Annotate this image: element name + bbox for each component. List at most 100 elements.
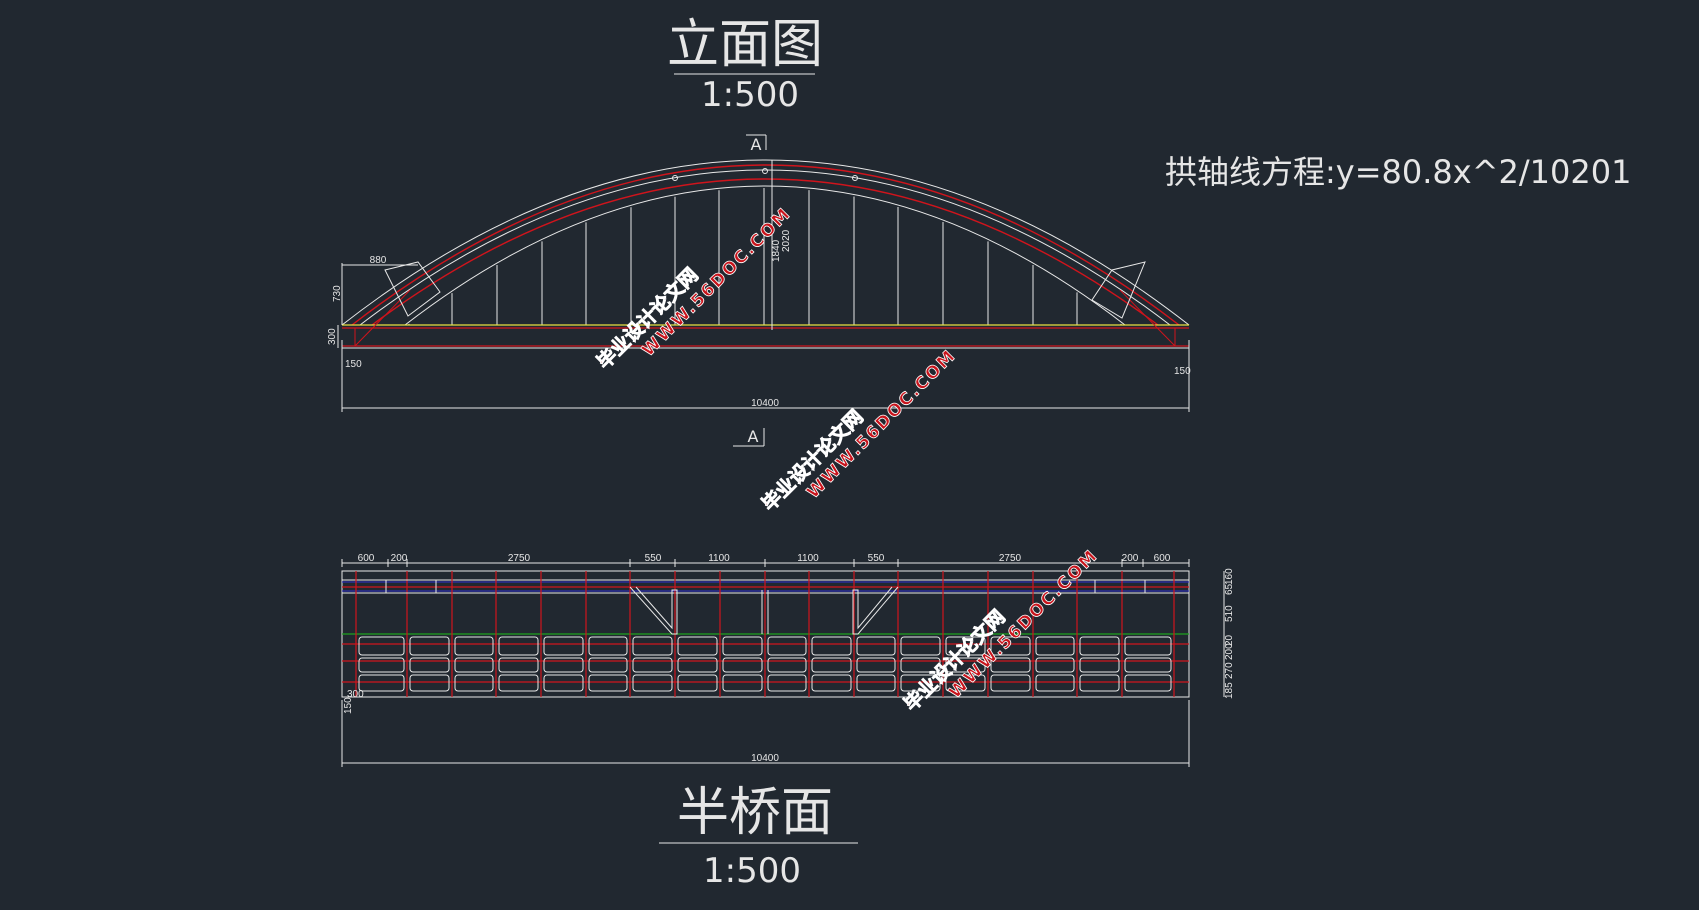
deck-panel — [1079, 674, 1120, 692]
deck-panel — [588, 657, 628, 673]
deck-panel — [990, 657, 1031, 673]
deck-panel — [632, 657, 673, 673]
deck-panel — [856, 636, 896, 656]
deck-panel — [543, 674, 584, 692]
skewback-line — [1119, 289, 1176, 347]
deck-panel — [632, 636, 673, 656]
deck-panel — [543, 657, 584, 673]
dim-150-right: 150 — [1174, 366, 1191, 377]
deck-panel — [856, 674, 896, 692]
deck-panel — [409, 636, 450, 656]
arch-rib-line — [351, 164, 1180, 326]
dim-label: 65 — [1224, 583, 1235, 595]
section-mark-top: A — [746, 134, 767, 154]
deck-panel — [900, 636, 941, 656]
dim-730: 730 — [332, 285, 343, 302]
elevation-scale: 1:500 — [701, 75, 799, 115]
svg-text:A: A — [751, 135, 762, 154]
deck-panel — [900, 657, 941, 673]
deck-panel — [409, 674, 450, 692]
dim-span: 10400 — [751, 398, 779, 409]
anchor-circle — [672, 175, 678, 181]
dim-span: 10400 — [751, 753, 779, 764]
dim-label: 200 — [1122, 553, 1139, 564]
dim-880: 880 — [370, 255, 387, 266]
deck-panel — [677, 636, 718, 656]
deck-panel — [677, 657, 718, 673]
elevation-title: 立面图 — [667, 15, 823, 75]
dim-150-left: 150 — [345, 359, 362, 370]
deck-panel — [1035, 674, 1075, 692]
bearing-box — [385, 579, 437, 594]
dim-label: 600 — [1154, 553, 1171, 564]
deck-panel — [900, 674, 941, 692]
deck-panel — [990, 636, 1031, 656]
arch-rib-line — [371, 178, 1159, 326]
deck-panel — [990, 674, 1031, 692]
deck-panel — [811, 674, 852, 692]
arch-rib-line — [341, 159, 1190, 326]
deck-panel — [588, 674, 628, 692]
dim-label: 2750 — [508, 553, 531, 564]
center-strut — [761, 590, 769, 634]
dim-label: 1100 — [708, 553, 730, 564]
svg-text:A: A — [748, 427, 759, 446]
deck-panel — [811, 657, 852, 673]
dim-300: 300 — [327, 328, 338, 345]
dim-label: 550 — [868, 553, 885, 564]
dim-label: 160 — [1224, 568, 1235, 585]
deck-panel — [1035, 636, 1075, 656]
deck-panel — [1124, 674, 1172, 692]
deck-panel — [588, 636, 628, 656]
deck-panel — [543, 636, 584, 656]
deck-panel — [454, 636, 494, 656]
deck-panel — [454, 674, 494, 692]
deck-panel — [856, 657, 896, 673]
anchor-circle — [852, 175, 858, 181]
deck-panel — [811, 636, 852, 656]
deck-panel — [358, 657, 405, 673]
dim-2020: 2020 — [781, 229, 792, 252]
arch-rib-line — [359, 169, 1171, 326]
deck-panel — [767, 657, 807, 673]
deck-panel — [722, 636, 763, 656]
plan-scale: 1:500 — [703, 851, 801, 891]
deck-panel — [722, 674, 763, 692]
deck-panel — [1079, 636, 1120, 656]
elevation-dimensions: 10400 880 730 300 150 150 1840 2020 — [327, 160, 1191, 412]
dim-label: 510 — [1224, 605, 1235, 622]
deck-panel — [1124, 657, 1172, 673]
dim-label: 270 — [1224, 662, 1235, 679]
dim-1840: 1840 — [771, 239, 782, 262]
v-strut — [852, 586, 899, 635]
dim-label: 20 — [1224, 634, 1235, 646]
deck-panel — [945, 657, 986, 673]
deck-panel — [409, 657, 450, 673]
deck-panel — [498, 636, 539, 656]
dim-label: 300 — [347, 689, 364, 700]
deck-panel — [722, 657, 763, 673]
dim-label: 185 — [1224, 682, 1235, 699]
deck-panel — [677, 674, 718, 692]
deck-panel — [358, 674, 405, 692]
watermark-1: 毕业设计论文网 WWW.56DOC.COM — [592, 203, 796, 374]
deck-panel — [358, 636, 405, 656]
svg-text:WWW.56DOC.COM: WWW.56DOC.COM — [803, 346, 960, 503]
skewback-line — [354, 289, 411, 347]
v-strut — [629, 586, 678, 635]
dim-label: 1100 — [797, 553, 819, 564]
deck-panel — [454, 657, 494, 673]
deck-panel — [498, 674, 539, 692]
dim-label: 200 — [1224, 643, 1235, 660]
deck-panel — [1035, 657, 1075, 673]
half-deck-plan — [341, 570, 1190, 698]
deck-panel — [767, 636, 807, 656]
watermark-2: 毕业设计论文网 WWW.56DOC.COM — [757, 345, 961, 516]
plan-title: 半桥面 — [677, 783, 833, 843]
bearing-box — [1094, 579, 1146, 594]
arch-axis-equation: 拱轴线方程:y=80.8x^2/10201 — [1165, 153, 1631, 191]
deck-panel — [1079, 657, 1120, 673]
dim-label: 150 — [343, 697, 354, 714]
dim-label: 550 — [645, 553, 662, 564]
